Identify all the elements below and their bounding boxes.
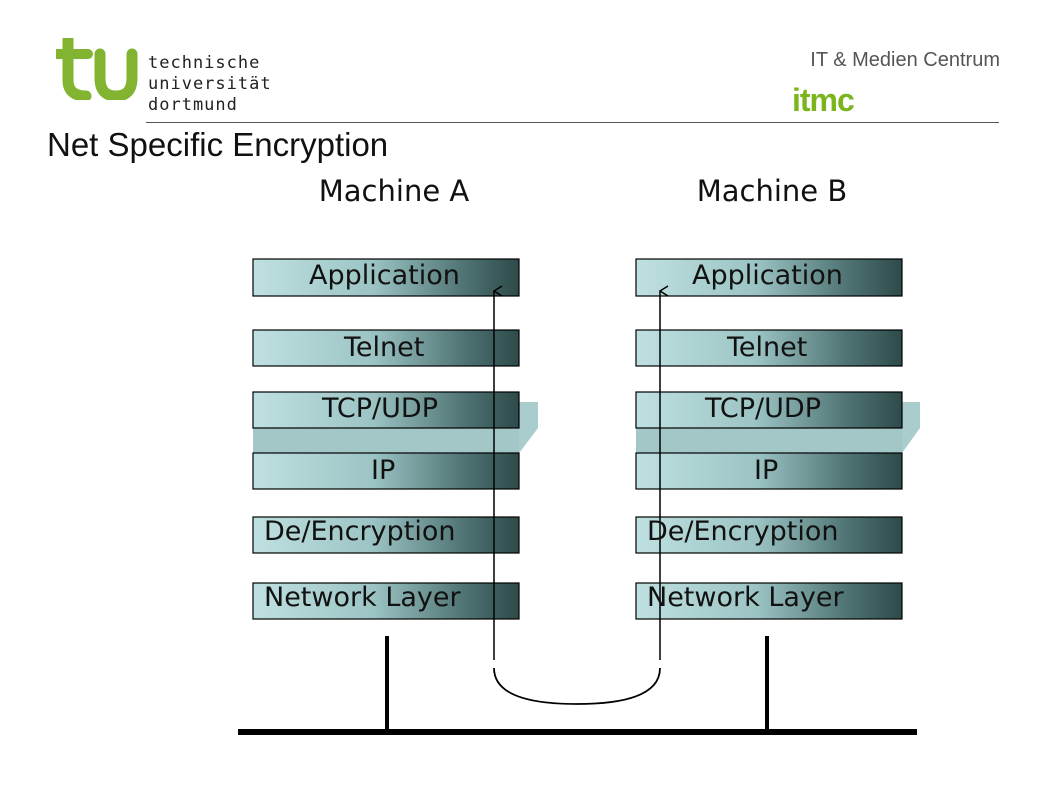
layer-box-application-a bbox=[252, 258, 520, 297]
university-name: technische universität dortmund bbox=[148, 53, 272, 116]
layer-box-telnet-a bbox=[252, 329, 520, 367]
machine-a-label: Machine A bbox=[318, 174, 470, 208]
university-line: universität bbox=[148, 74, 272, 94]
layer-box-application-b bbox=[635, 258, 903, 297]
layer-box-ip-a bbox=[252, 452, 520, 490]
itmc-logo: itmc bbox=[792, 82, 855, 118]
layer-box-ip-b bbox=[635, 452, 903, 490]
layer-box-network-a bbox=[252, 582, 520, 620]
tu-logo bbox=[51, 32, 140, 104]
layer-box-tcpudp-b bbox=[635, 391, 903, 429]
data-path-link bbox=[493, 667, 661, 705]
header-divider bbox=[146, 122, 999, 123]
layer-box-telnet-b bbox=[635, 329, 903, 367]
machine-b-label: Machine B bbox=[696, 174, 848, 208]
layer-box-network-b bbox=[635, 582, 903, 620]
department-title: IT & Medien Centrum bbox=[810, 49, 1000, 71]
university-line: technische bbox=[148, 53, 261, 73]
shelf-machine-a bbox=[253, 402, 538, 453]
layer-box-encryption-b bbox=[635, 516, 903, 554]
layer-box-tcpudp-a bbox=[252, 391, 520, 429]
university-line: dortmund bbox=[148, 95, 238, 115]
shelf-machine-b bbox=[636, 402, 920, 453]
page-title: Net Specific Encryption bbox=[47, 126, 389, 163]
layer-box-encryption-a bbox=[252, 516, 520, 554]
